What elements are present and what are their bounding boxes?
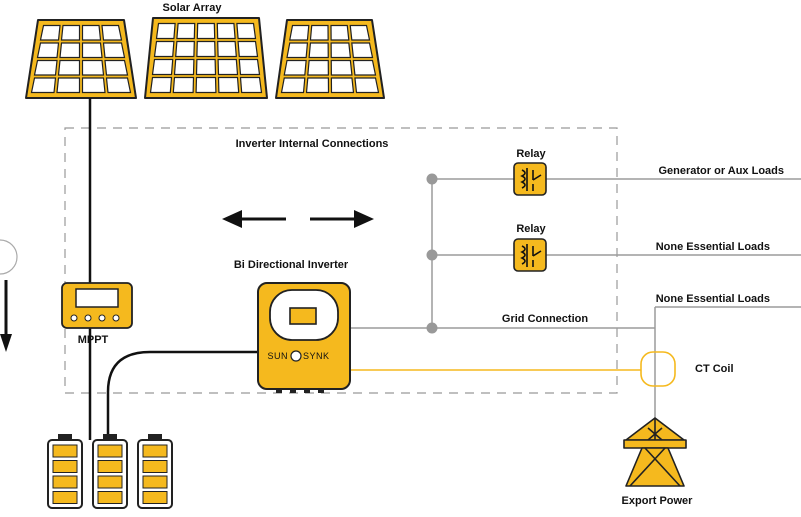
solar-cell	[239, 76, 263, 94]
ct-coil-icon	[640, 351, 676, 387]
solar-cell	[195, 58, 217, 76]
solar-cell	[104, 59, 129, 76]
solar-cell	[237, 40, 259, 58]
solar-cell	[30, 77, 57, 94]
relay-top-label: Relay	[516, 148, 546, 160]
battery-icon	[92, 434, 128, 509]
solar-cell	[101, 24, 123, 41]
relay-middle-label: Relay	[516, 223, 546, 235]
solar-cell	[196, 22, 216, 40]
solar-cell	[60, 24, 81, 41]
solar-cell	[351, 42, 374, 59]
solar-cell	[196, 40, 216, 58]
solar-cell	[217, 40, 237, 58]
solar-cell	[330, 42, 352, 59]
solar-panel-icon	[275, 19, 385, 99]
inverter-boundary	[64, 127, 618, 394]
mppt-label: MPPT	[78, 334, 109, 346]
solar-cell	[217, 76, 240, 94]
nonessential-label-2: None Essential Loads	[656, 293, 770, 305]
junction-dot	[426, 173, 438, 185]
inverter-icon	[257, 282, 351, 393]
generator-label: Generator or Aux Loads	[658, 165, 784, 177]
solar-cell	[354, 77, 380, 94]
solar-cell	[330, 77, 355, 94]
left-arrow-icon	[222, 210, 286, 228]
solar-cell	[330, 24, 350, 41]
brand-sun: SUN	[267, 351, 288, 361]
solar-cell	[59, 42, 81, 59]
solar-cell	[238, 58, 261, 76]
relay-icon	[513, 238, 547, 272]
solar-cell	[309, 24, 329, 41]
solar-cell	[81, 59, 105, 76]
battery-icon	[137, 434, 173, 509]
solar-cell	[175, 40, 195, 58]
solar-cell	[216, 22, 236, 40]
solar-cell	[280, 77, 306, 94]
solar-panel-icon	[144, 17, 268, 99]
solar-cell	[236, 22, 257, 40]
export-power-label: Export Power	[622, 495, 694, 507]
solar-cell	[105, 77, 132, 94]
solar-cell	[172, 76, 195, 94]
right-arrow-icon	[310, 210, 374, 228]
ct-coil-label: CT Coil	[695, 363, 734, 375]
solar-cell	[349, 24, 371, 41]
solar-cell	[176, 22, 196, 40]
relay-icon	[513, 162, 547, 196]
mppt-icon	[61, 282, 133, 329]
solar-cell	[289, 24, 310, 41]
solar-cell	[57, 59, 81, 76]
solar-cell	[151, 58, 174, 76]
solar-panel-icon	[25, 19, 137, 99]
solar-cell	[217, 58, 239, 76]
solar-cell	[102, 42, 126, 59]
solar-array-label: Solar Array	[163, 2, 223, 14]
solar-cell	[153, 40, 175, 58]
solar-cell	[81, 77, 106, 94]
inverter-to-battery-wire	[106, 350, 258, 440]
solar-cell	[33, 59, 58, 76]
solar-cell	[81, 24, 102, 41]
solar-cell	[149, 76, 173, 94]
solar-cell	[56, 77, 81, 94]
solar-cell	[308, 42, 329, 59]
power-tower-icon	[623, 417, 687, 487]
solar-cell	[283, 59, 307, 76]
bi-directional-label: Bi Directional Inverter	[234, 259, 349, 271]
solar-cell	[173, 58, 195, 76]
battery-icon	[47, 434, 83, 509]
solar-cell	[352, 59, 377, 76]
down-arrow-icon	[0, 280, 12, 352]
solar-cell	[305, 77, 330, 94]
solar-cell	[195, 76, 217, 94]
brand-synk: SYNK	[303, 351, 330, 361]
solar-cell	[286, 42, 309, 59]
solar-cell	[81, 42, 103, 59]
solar-cell	[36, 42, 60, 59]
inverter-internal-label: Inverter Internal Connections	[236, 138, 389, 150]
solar-cell	[39, 24, 61, 41]
solar-cell	[307, 59, 329, 76]
junction-dot	[426, 249, 438, 261]
solar-cell	[155, 22, 176, 40]
junction-dot	[426, 322, 438, 334]
nonessential-label-1: None Essential Loads	[656, 241, 770, 253]
partial-circle	[0, 239, 18, 275]
solar-cell	[330, 59, 353, 76]
grid-connection-label: Grid Connection	[502, 313, 588, 325]
